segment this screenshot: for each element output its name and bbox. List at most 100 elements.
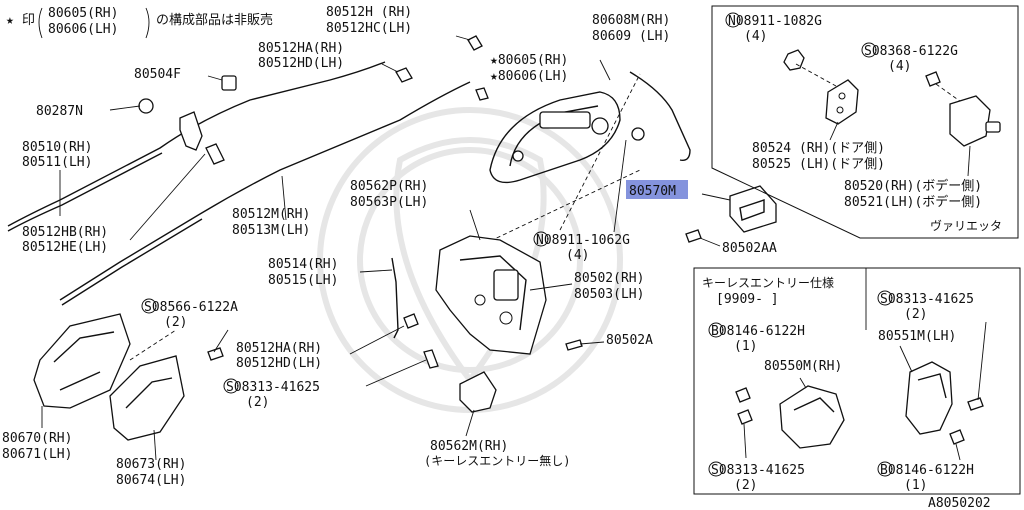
label-80608M: 80608M(RH) bbox=[592, 13, 670, 28]
label-80671: 80671(LH) bbox=[2, 447, 72, 462]
label-80511: 80511(LH) bbox=[22, 155, 92, 170]
label-80515: 80515(LH) bbox=[268, 273, 338, 288]
rod-80510 bbox=[7, 61, 386, 227]
rod-80514 bbox=[391, 257, 399, 339]
inset-label-08146-a: B08146-6122H bbox=[711, 324, 805, 339]
non-sale-note: ★ 印 80605(RH) 80606(LH) の構成部品は非販売 bbox=[6, 6, 273, 39]
label-80570M[interactable]: 80570M bbox=[629, 184, 676, 199]
inset-bolt-08313-a bbox=[737, 409, 753, 425]
note-prefix: 印 bbox=[22, 13, 35, 28]
actuator-80551M bbox=[905, 361, 953, 435]
highlight-80570M bbox=[626, 180, 688, 199]
label-80673: 80673(RH) bbox=[116, 457, 186, 472]
label-80504F: 80504F bbox=[134, 67, 181, 82]
inset-label-80521: 80521(LH)(ボデー側) bbox=[844, 194, 982, 210]
label-80670: 80670(RH) bbox=[2, 431, 72, 446]
inset-label-80520: 80520(RH)(ボデー側) bbox=[844, 178, 982, 194]
note-line2: 80606(LH) bbox=[48, 22, 118, 37]
escutcheon-80673 bbox=[109, 355, 185, 441]
label-80287N: 80287N bbox=[36, 104, 83, 119]
inset-label-80550M: 80550M(RH) bbox=[764, 359, 842, 374]
inset-bolt-08146-b bbox=[949, 429, 965, 445]
label-80512HE: 80512HE(LH) bbox=[22, 240, 108, 255]
inset-label-08146-a-qty: (1) bbox=[734, 339, 757, 354]
label-80510: 80510(RH) bbox=[22, 140, 92, 155]
hinge-80520 bbox=[949, 95, 991, 147]
inset-label-08368-qty: (4) bbox=[888, 59, 911, 74]
label-08313-mid: S08313-41625 bbox=[226, 380, 320, 395]
inset-bolt-08368 bbox=[925, 71, 941, 87]
bolt-08313 bbox=[423, 349, 439, 369]
main-labels: 80512H (RH) 80512HC(LH) 80512HA(RH) 8051… bbox=[2, 5, 777, 488]
actuator-80550M bbox=[779, 385, 845, 449]
grommet-80287N bbox=[138, 98, 154, 114]
inset-label-08146-b-qty: (1) bbox=[904, 478, 927, 493]
inset-nut bbox=[783, 49, 805, 71]
inset-label-08313-b: S08313-41625 bbox=[880, 292, 974, 307]
inset-label-variant: ヴァリエッタ bbox=[930, 218, 1002, 233]
inset-label-08146-b: B08146-6122H bbox=[880, 463, 974, 478]
inset-label-08368: S08368-6122G bbox=[864, 44, 958, 59]
rod-bracket bbox=[179, 111, 203, 151]
label-80562M: 80562M(RH) bbox=[430, 439, 508, 454]
label-80513M: 80513M(LH) bbox=[232, 223, 310, 238]
note-suffix: の構成部品は非販売 bbox=[156, 12, 273, 28]
label-80512HD-top: 80512HD(LH) bbox=[258, 56, 344, 71]
label-80609: 80609 (LH) bbox=[592, 29, 670, 44]
label-08911-mid-qty: (4) bbox=[566, 248, 589, 263]
inset-label-08313-a-qty: (2) bbox=[734, 478, 757, 493]
inset-varietta: N08911-1082G (4) S08368-6122G (4) 80524 … bbox=[711, 5, 1019, 239]
label-80502AA: 80502AA bbox=[722, 241, 777, 256]
inset-label-08911-qty: (4) bbox=[744, 29, 767, 44]
figure-id: A8050202 bbox=[928, 496, 991, 510]
label-80503: 80503(LH) bbox=[574, 287, 644, 302]
label-80512HC: 80512HC(LH) bbox=[326, 21, 412, 36]
label-08911-mid: N08911-1062G bbox=[536, 233, 630, 248]
bolt-80502AA bbox=[685, 229, 702, 243]
label-80512HA-top: 80512HA(RH) bbox=[258, 41, 344, 56]
label-80512HD-bottom: 80512HD(LH) bbox=[236, 356, 322, 371]
nut-08911 bbox=[631, 127, 645, 141]
label-80562P: 80562P(RH) bbox=[350, 179, 428, 194]
inset-bolt-08313-b bbox=[967, 397, 984, 411]
label-80562M-note: (キーレスエントリー無し) bbox=[424, 453, 570, 468]
label-80512HA-bottom: 80512HA(RH) bbox=[236, 341, 322, 356]
clip-80512HA-bottom bbox=[403, 313, 419, 329]
door-lock-assembly bbox=[391, 235, 583, 413]
label-80502A: 80502A bbox=[606, 333, 653, 348]
label-08313-mid-qty: (2) bbox=[246, 395, 269, 410]
label-80502: 80502(RH) bbox=[574, 271, 644, 286]
inset-bolt-08146-a bbox=[735, 387, 751, 403]
striker-80570M bbox=[685, 185, 777, 243]
label-80512M: 80512M(RH) bbox=[232, 207, 310, 222]
label-08566: S08566-6122A bbox=[144, 300, 238, 315]
rod-80608M bbox=[629, 71, 691, 161]
clip-80504F bbox=[221, 75, 237, 91]
note-line1: 80605(RH) bbox=[48, 6, 118, 21]
label-80512HB: 80512HB(RH) bbox=[22, 225, 108, 240]
label-80512H: 80512H (RH) bbox=[326, 5, 412, 20]
inset-keyless: キーレスエントリー仕様 [9909- ] B08146-6122H (1) 80… bbox=[693, 267, 1021, 495]
inset-label-80525: 80525 (LH)(ドア側) bbox=[752, 157, 885, 172]
inset-label-08313-a: S08313-41625 bbox=[711, 463, 805, 478]
inset-date: [9909- ] bbox=[716, 292, 779, 307]
label-80514: 80514(RH) bbox=[268, 257, 338, 272]
note-star: ★ bbox=[6, 13, 14, 28]
label-80674: 80674(LH) bbox=[116, 473, 186, 488]
leader-lines bbox=[41, 35, 731, 461]
inset-label-08911: N08911-1082G bbox=[728, 14, 822, 29]
clip-80512H bbox=[467, 35, 483, 51]
clip-80512HA-top bbox=[395, 67, 413, 83]
inset-label-80524: 80524 (RH)(ドア側) bbox=[752, 141, 885, 156]
label-08566-qty: (2) bbox=[164, 315, 187, 330]
rods-group bbox=[7, 35, 489, 306]
label-80605: ★80605(RH) bbox=[490, 53, 568, 68]
inner-handle-80670 bbox=[33, 313, 131, 409]
inset-label-80551M: 80551M(LH) bbox=[878, 329, 956, 344]
inset-label-08313-b-qty: (2) bbox=[904, 307, 927, 322]
hinge-80524 bbox=[825, 79, 859, 125]
outer-handle-80605 bbox=[489, 91, 621, 184]
label-80606: ★80606(LH) bbox=[490, 69, 568, 84]
